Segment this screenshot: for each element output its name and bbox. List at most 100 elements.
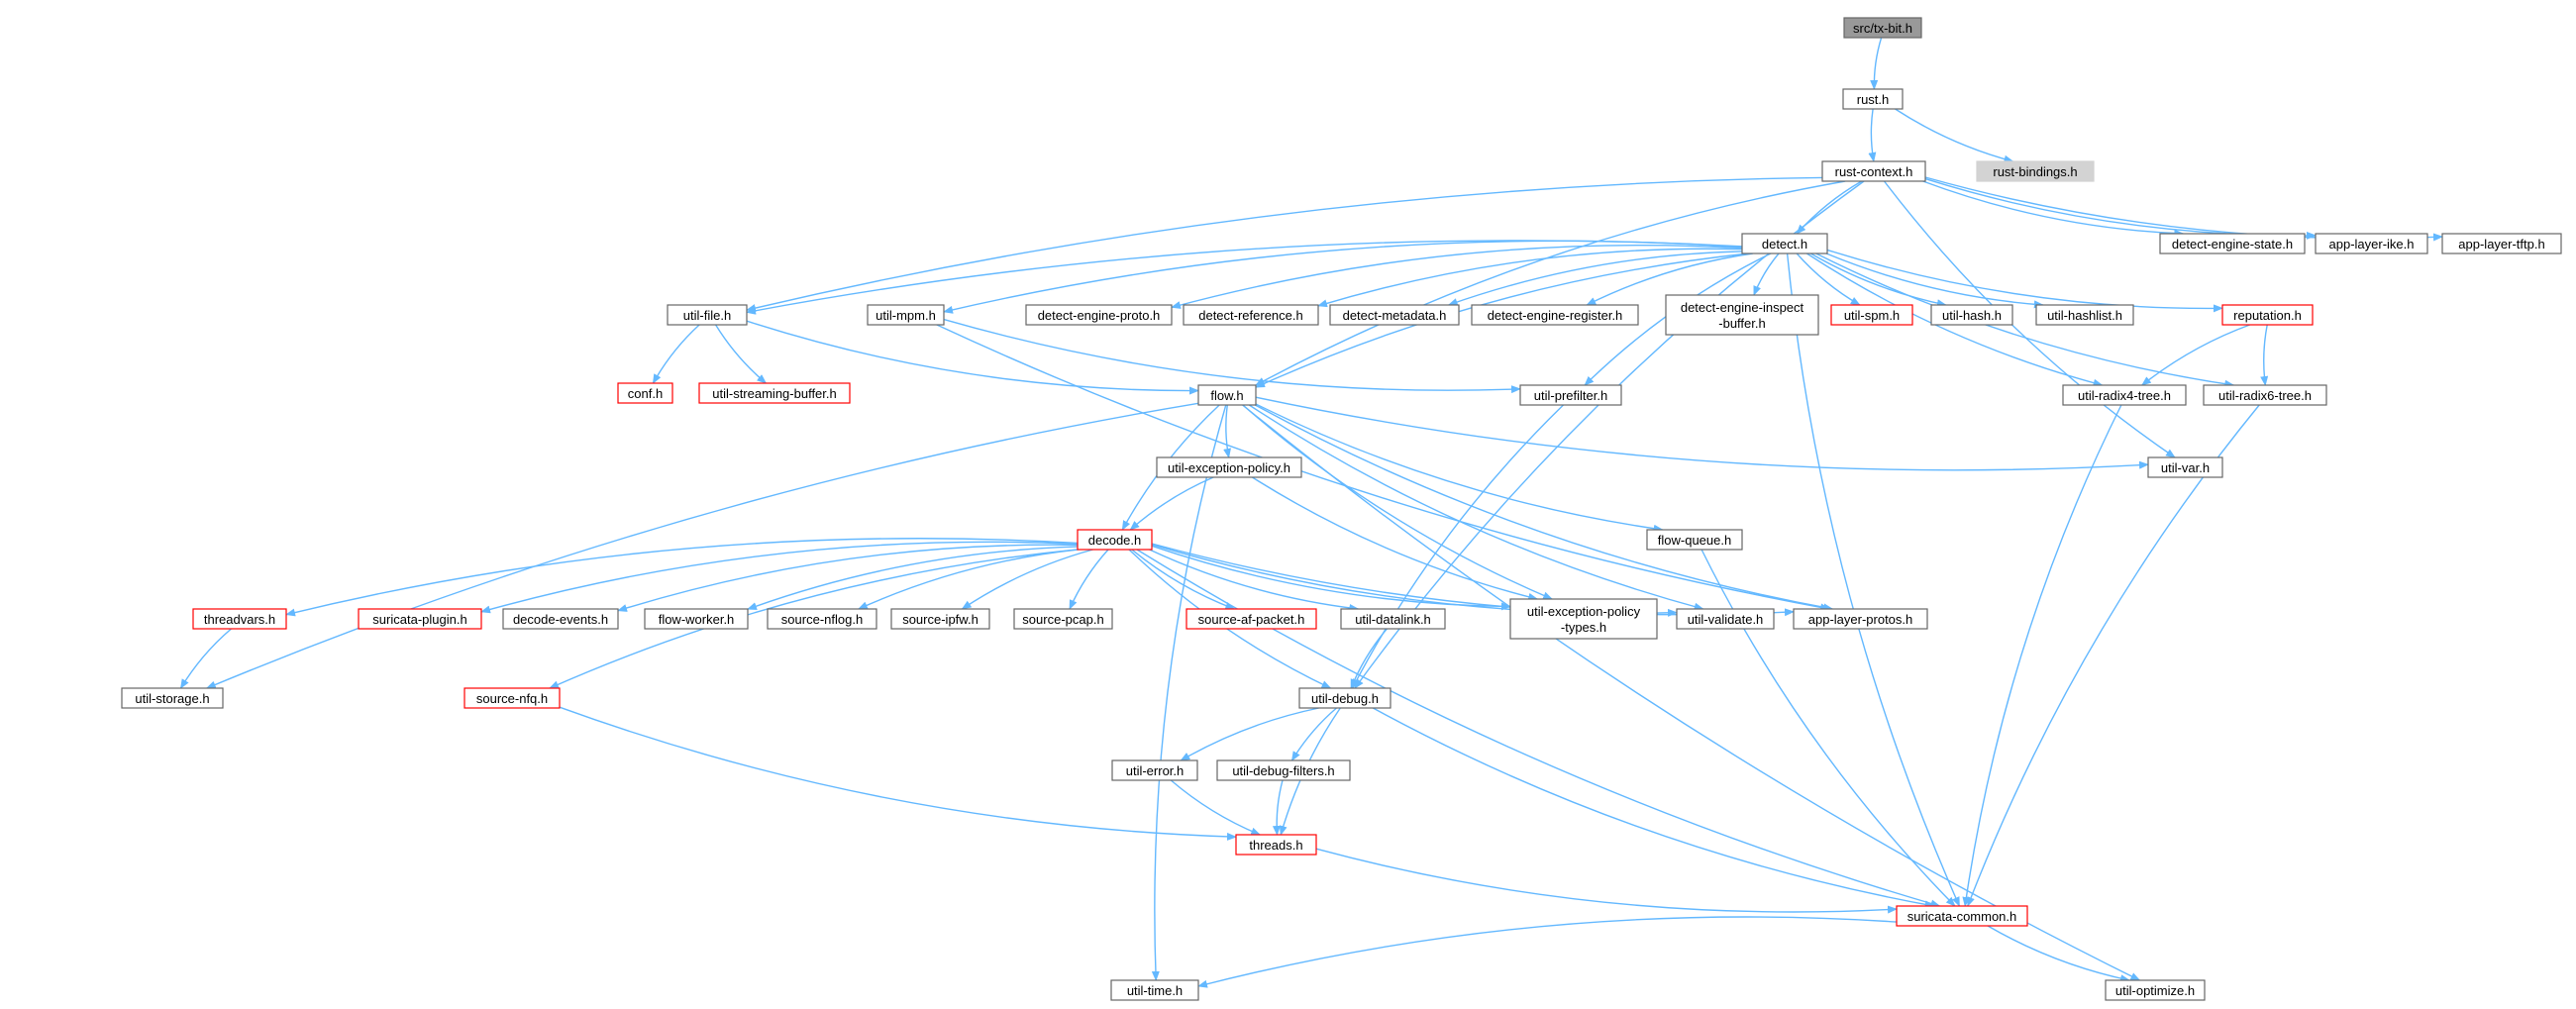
node-source_nfq_h[interactable]: source-nfq.h (464, 687, 561, 709)
node-box (667, 304, 748, 326)
node-suricata_plugin_h[interactable]: suricata-plugin.h (358, 608, 482, 630)
node-box (1519, 384, 1622, 406)
node-decode_h[interactable]: decode.h (1077, 529, 1153, 551)
edge-decode_h-to-source_nflog_h (857, 549, 1079, 610)
node-source_nflog_h[interactable]: source-nflog.h (767, 608, 877, 630)
node-detect_engine_inspect_buffer_h[interactable]: detect-engine-inspect-buffer.h (1665, 294, 1819, 336)
node-detect_reference_h[interactable]: detect-reference.h (1183, 304, 1319, 326)
edge-detect_h-to-detect_reference_h (1317, 248, 1743, 308)
node-util_time_h[interactable]: util-time.h (1110, 979, 1199, 1001)
edge-flow_h-to-flow_queue_h (1255, 403, 1664, 533)
node-util_exception_policy_h[interactable]: util-exception-policy.h (1156, 456, 1302, 478)
edge-rust_context_h-to-flow_h (1255, 180, 1846, 386)
node-util_error_h[interactable]: util-error.h (1111, 759, 1198, 781)
node-util_streaming_buffer_h[interactable]: util-streaming-buffer.h (698, 382, 851, 404)
node-decode_events_h[interactable]: decode-events.h (502, 608, 619, 630)
node-label: detect.h (1762, 237, 1807, 252)
node-label: util-time.h (1127, 983, 1183, 998)
edge-util_file_h-to-flow_h (746, 320, 1199, 395)
node-box (1340, 608, 1446, 630)
node-util_datalink_h[interactable]: util-datalink.h (1340, 608, 1446, 630)
edge-flow_h-to-util_exception_policy_h (1223, 404, 1231, 458)
node-flow_worker_h[interactable]: flow-worker.h (644, 608, 749, 630)
node-label: util-exception-policy.h (1168, 460, 1290, 475)
node-label: util-debug.h (1311, 691, 1379, 706)
node-rust_bindings_h[interactable]: rust-bindings.h (1976, 160, 2095, 182)
node-util_debug_h[interactable]: util-debug.h (1298, 687, 1391, 709)
node-rust_h[interactable]: rust.h (1842, 88, 1904, 110)
edge-reputation_h-to-util_radix4_tree_h (2141, 324, 2250, 386)
node-label: source-af-packet.h (1198, 612, 1305, 627)
node-box (1329, 304, 1460, 326)
node-detect_engine_register_h[interactable]: detect-engine-register.h (1471, 304, 1639, 326)
node-label: util-optimize.h (2115, 983, 2195, 998)
node-source_pcap_h[interactable]: source-pcap.h (1013, 608, 1113, 630)
node-source_ipfw_h[interactable]: source-ipfw.h (890, 608, 990, 630)
node-box (1111, 759, 1198, 781)
node-app_layer_tftp_h[interactable]: app-layer-tftp.h (2441, 233, 2562, 254)
node-label: decode.h (1088, 533, 1142, 548)
node-box (1013, 608, 1113, 630)
node-util_spm_h[interactable]: util-spm.h (1830, 304, 1913, 326)
edge-util_radix6_tree_h-to-suricata_common_h (1967, 404, 2260, 907)
node-util_hashlist_h[interactable]: util-hashlist.h (2035, 304, 2134, 326)
node-label: util-validate.h (1688, 612, 1764, 627)
node-label: flow-queue.h (1658, 533, 1731, 548)
node-detect_metadata_h[interactable]: detect-metadata.h (1329, 304, 1460, 326)
node-box (192, 608, 287, 630)
node-app_layer_ike_h[interactable]: app-layer-ike.h (2315, 233, 2428, 254)
node-util_radix4_tree_h[interactable]: util-radix4-tree.h (2062, 384, 2187, 406)
node-label: flow-worker.h (659, 612, 735, 627)
node-label: reputation.h (2233, 308, 2302, 323)
node-src_tx_bit_h[interactable]: src/tx-bit.h (1843, 17, 1922, 39)
node-util_prefilter_h[interactable]: util-prefilter.h (1519, 384, 1622, 406)
dependency-edges (179, 37, 2443, 988)
node-flow_queue_h[interactable]: flow-queue.h (1646, 529, 1743, 551)
node-label: rust-context.h (1835, 164, 1913, 179)
node-util_optimize_h[interactable]: util-optimize.h (2105, 979, 2206, 1001)
edge-util_exception_policy_h-to-util_exception_policy_types_h (1252, 476, 1539, 601)
node-label: util-file.h (683, 308, 731, 323)
node-util_debug_filters_h[interactable]: util-debug-filters.h (1216, 759, 1351, 781)
node-suricata_common_h[interactable]: suricata-common.h (1896, 905, 2028, 927)
node-app_layer_protos_h[interactable]: app-layer-protos.h (1793, 608, 1928, 630)
node-threads_h[interactable]: threads.h (1235, 834, 1317, 856)
node-util_storage_h[interactable]: util-storage.h (121, 687, 224, 709)
edge-suricata_common_h-to-util_time_h (1197, 916, 1898, 988)
node-reputation_h[interactable]: reputation.h (2221, 304, 2314, 326)
edge-rust_context_h-to-app_layer_tftp_h (1924, 176, 2443, 242)
edge-rust_context_h-to-app_layer_ike_h (1924, 177, 2317, 240)
node-util_var_h[interactable]: util-var.h (2147, 456, 2223, 478)
edge-threads_h-to-suricata_common_h (1315, 848, 1898, 914)
node-box (644, 608, 749, 630)
edge-util_prefilter_h-to-util_debug_h (1351, 404, 1564, 689)
node-label: util-spm.h (1844, 308, 1900, 323)
node-box (1471, 304, 1639, 326)
node-box (2203, 384, 2327, 406)
node-util_hash_h[interactable]: util-hash.h (1930, 304, 2013, 326)
edge-util_debug_h-to-util_debug_filters_h (1290, 707, 1337, 761)
node-label: app-layer-protos.h (1808, 612, 1913, 627)
edge-util_mpm_h-to-util_prefilter_h (943, 318, 1521, 394)
node-box (1156, 456, 1302, 478)
node-box (1298, 687, 1391, 709)
node-threadvars_h[interactable]: threadvars.h (192, 608, 287, 630)
node-util_file_h[interactable]: util-file.h (667, 304, 748, 326)
node-conf_h[interactable]: conf.h (617, 382, 673, 404)
node-rust_context_h[interactable]: rust-context.h (1821, 160, 1926, 182)
node-util_exception_policy_types_h[interactable]: util-exception-policy-types.h (1509, 598, 1658, 640)
node-flow_h[interactable]: flow.h (1197, 384, 1257, 406)
node-detect_engine_state_h[interactable]: detect-engine-state.h (2159, 233, 2306, 254)
node-source_af_packet_h[interactable]: source-af-packet.h (1185, 608, 1317, 630)
node-detect_engine_proto_h[interactable]: detect-engine-proto.h (1025, 304, 1173, 326)
edge-util_debug_h-to-util_error_h (1180, 707, 1319, 761)
node-box (358, 608, 482, 630)
node-label: conf.h (628, 386, 663, 401)
node-util_mpm_h[interactable]: util-mpm.h (867, 304, 945, 326)
node-detect_h[interactable]: detect.h (1741, 233, 1828, 254)
node-box (1821, 160, 1926, 182)
node-util_radix6_tree_h[interactable]: util-radix6-tree.h (2203, 384, 2327, 406)
edge-rust_context_h-to-util_file_h (746, 176, 1823, 312)
node-util_validate_h[interactable]: util-validate.h (1676, 608, 1775, 630)
node-box (2159, 233, 2306, 254)
